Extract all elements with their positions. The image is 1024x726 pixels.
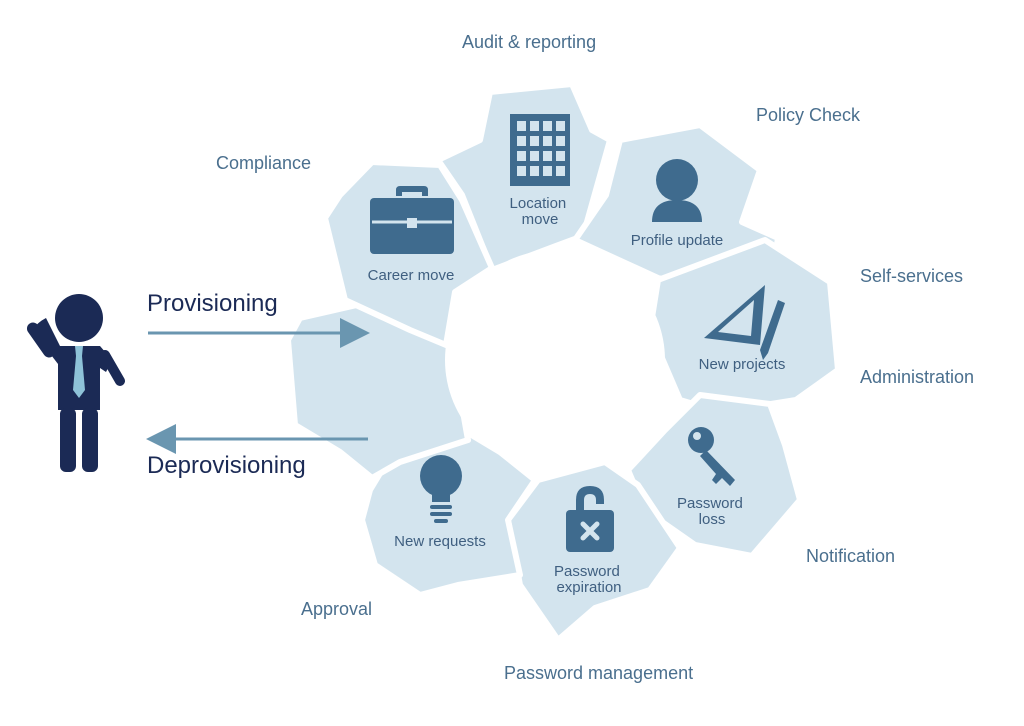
audit-reporting-label: Audit & reporting xyxy=(462,32,597,52)
provisioning-label: Provisioning xyxy=(147,290,278,317)
deprovisioning-label: Deprovisioning xyxy=(147,452,306,479)
segment-profile-label: Profile update xyxy=(631,232,724,249)
segment-password-loss xyxy=(625,392,803,559)
administration-label: Administration xyxy=(860,367,975,387)
ruler-pencil-icon xyxy=(704,285,785,360)
person-icon xyxy=(652,159,702,222)
approval-label: Approval xyxy=(301,599,373,619)
padlock-icon xyxy=(566,486,614,552)
key-icon xyxy=(688,427,735,486)
light-bulb-icon xyxy=(420,455,462,523)
policy-check-label: Policy Check xyxy=(756,105,861,125)
center-hole xyxy=(445,250,665,470)
segment-location-label: Location move xyxy=(510,195,571,228)
notification-label: Notification xyxy=(806,546,896,566)
segment-projects-label: New projects xyxy=(699,356,786,373)
compliance-label: Compliance xyxy=(216,153,312,173)
briefcase-icon xyxy=(370,186,454,254)
segment-requests-label: New requests xyxy=(394,533,486,550)
building-icon xyxy=(510,114,570,186)
password-management-label: Password management xyxy=(504,663,694,683)
segment-password-expiration-label: Password expiration xyxy=(554,563,624,596)
segment-password-loss-label: Password loss xyxy=(677,495,747,528)
self-services-label: Self-services xyxy=(860,266,964,286)
segment-career-label: Career move xyxy=(368,267,455,284)
person-figure-icon xyxy=(26,294,125,472)
